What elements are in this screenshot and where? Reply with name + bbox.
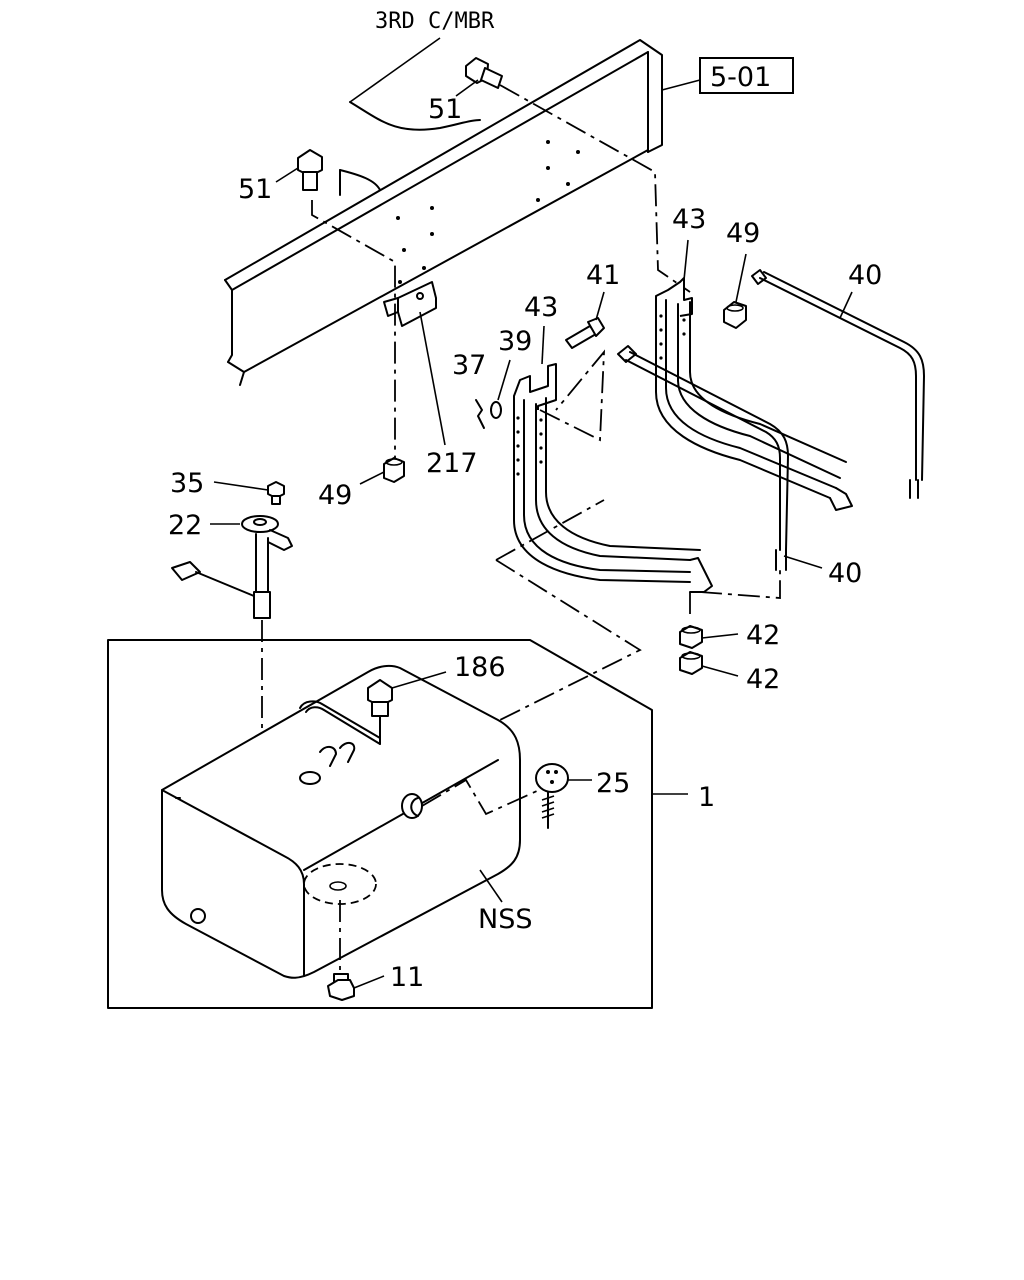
callout-42-upper: 42	[746, 620, 780, 651]
bolt-41[interactable]	[565, 317, 605, 349]
nut-42-lower[interactable]	[679, 651, 703, 675]
assembly-boundary-1	[107, 639, 653, 1009]
nut-42-upper[interactable]	[679, 625, 703, 649]
strap-bracket-43-left[interactable]	[513, 363, 713, 593]
guide-line-strap-end	[699, 566, 781, 599]
leader-39	[497, 359, 511, 401]
callout-51-upper: 51	[428, 94, 462, 125]
leader-40-lower	[783, 555, 823, 569]
leader-43-left	[541, 325, 545, 365]
leader-43-right	[683, 239, 689, 281]
vent-valve-186[interactable]	[367, 679, 393, 745]
callout-39: 39	[498, 326, 532, 357]
guide-line-bolt41	[539, 349, 606, 442]
strap-rod-40-lower[interactable]	[617, 345, 789, 571]
callout-49-right: 49	[726, 218, 760, 249]
label-nss: NSS	[478, 904, 532, 935]
drain-plug-11[interactable]	[327, 973, 355, 1001]
fuel-tank	[161, 664, 521, 979]
strap-rod-40-upper[interactable]	[751, 269, 925, 499]
filler-cap-25[interactable]	[535, 763, 569, 829]
callout-217: 217	[426, 448, 478, 479]
washer-39[interactable]	[490, 401, 502, 419]
leader-51-upper	[455, 79, 479, 97]
callout-1: 1	[698, 782, 715, 813]
guide-line-tank	[495, 499, 642, 721]
strap-bracket-43-right[interactable]	[655, 277, 853, 511]
reference-leader	[661, 79, 701, 91]
leader-41	[595, 291, 605, 321]
bolt-51-upper[interactable]	[465, 57, 503, 89]
leader-35	[213, 481, 269, 491]
screw-35[interactable]	[267, 481, 285, 505]
callout-22: 22	[168, 510, 202, 541]
bolt-51-left[interactable]	[297, 149, 323, 191]
leader-51-left	[275, 167, 299, 183]
callout-40-lower: 40	[828, 558, 862, 589]
header-label: 3RD C/MBR	[375, 9, 495, 34]
callout-43-left: 43	[524, 292, 558, 323]
guide-line-bolt51b	[311, 200, 396, 460]
guide-line-cap	[421, 778, 549, 816]
callout-43-right: 43	[672, 204, 706, 235]
leader-40-upper	[839, 291, 853, 319]
frame-member	[224, 39, 663, 386]
nut-49-left[interactable]	[383, 457, 405, 483]
guide-line-bolt51a	[499, 84, 691, 293]
callout-25: 25	[596, 768, 630, 799]
reference-box-label: 5-01	[710, 62, 771, 93]
nut-49-right[interactable]	[723, 301, 747, 329]
bracket-217[interactable]	[383, 281, 437, 327]
callout-42-lower: 42	[746, 664, 780, 695]
clip-37[interactable]	[475, 399, 485, 429]
reference-box[interactable]: 5-01	[699, 57, 794, 94]
leader-49-left	[359, 471, 385, 485]
header-leader	[349, 37, 441, 103]
callout-186: 186	[454, 652, 506, 683]
leader-49-right	[735, 253, 747, 303]
callout-35: 35	[170, 468, 204, 499]
leader-42-upper	[701, 633, 739, 639]
callout-11: 11	[390, 962, 424, 993]
leader-217	[419, 311, 446, 446]
leader-nss	[479, 869, 503, 903]
callout-49-left: 49	[318, 480, 352, 511]
callout-41: 41	[586, 260, 620, 291]
callout-37: 37	[452, 350, 486, 381]
callout-40-upper: 40	[848, 260, 882, 291]
leader-42-lower	[701, 665, 739, 677]
fuel-gauge-unit-22[interactable]	[171, 515, 293, 619]
leader-11	[353, 975, 385, 989]
leader-186	[391, 671, 447, 689]
callout-51-left: 51	[238, 174, 272, 205]
